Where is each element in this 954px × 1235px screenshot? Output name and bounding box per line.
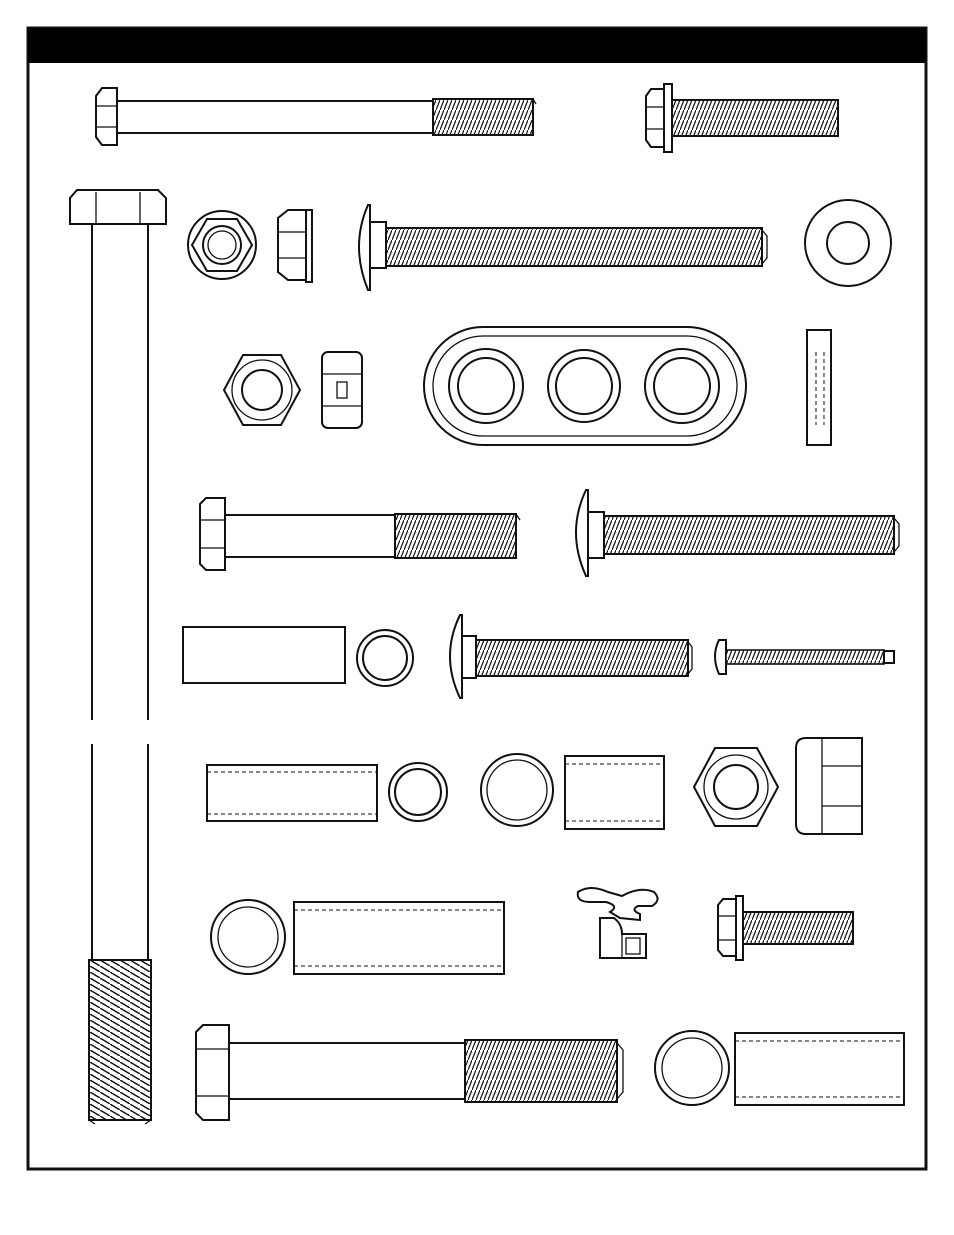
spacer-ring-small	[357, 630, 413, 686]
carriage-bolt-medium	[576, 490, 899, 576]
hex-bolt-large	[196, 1025, 623, 1120]
flat-washer-large	[805, 200, 891, 286]
bushing-ring-2	[211, 900, 285, 974]
hex-bolt-long-top	[96, 88, 536, 145]
bushing-ring-end	[389, 763, 447, 821]
header-bar	[28, 28, 926, 63]
bushing-long-3	[735, 1033, 904, 1105]
triple-spacer-plate	[424, 327, 746, 445]
bushing-long	[207, 765, 377, 821]
flange-nut-side-view	[278, 210, 312, 282]
bushing-ring-3	[655, 1031, 729, 1105]
flange-bolt-top	[646, 84, 838, 152]
bushing-short	[565, 756, 664, 829]
carriage-bolt-short	[450, 615, 692, 698]
hex-bolt-extra-long	[70, 190, 166, 1124]
lock-nut-large-top	[694, 748, 778, 826]
carriage-bolt-long	[359, 205, 767, 290]
bushing-ring-large	[481, 754, 553, 826]
lock-nut-top-view	[224, 355, 300, 425]
clip	[578, 888, 658, 958]
spacer-tube-solid	[183, 627, 345, 683]
lock-nut-large-side	[796, 738, 862, 834]
spacer-plate-edge-view	[807, 330, 831, 445]
lock-nut-side-view	[322, 352, 362, 428]
screw-small	[715, 640, 894, 674]
flange-nut-top-view	[188, 211, 256, 279]
flange-bolt-small	[718, 896, 853, 960]
hex-bolt-medium	[200, 498, 520, 570]
bushing-long-2	[294, 902, 504, 974]
